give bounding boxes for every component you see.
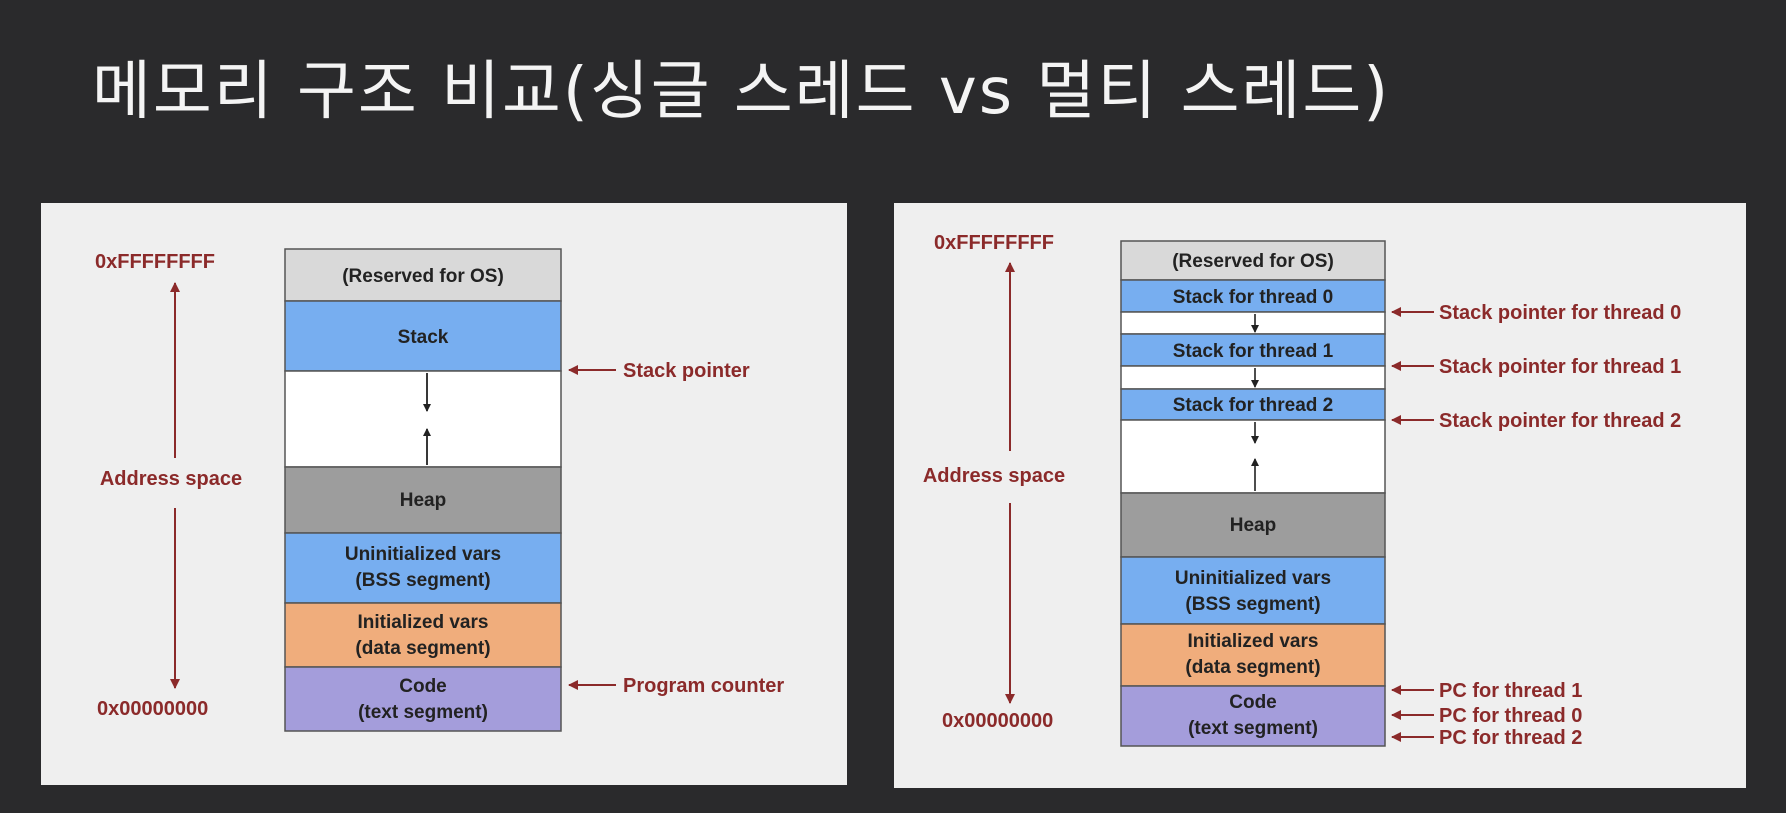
stack-thread2-label: Stack for thread 2 (1173, 395, 1334, 416)
code-label-line2: (text segment) (358, 702, 488, 723)
bss-label-line1: Uninitialized vars (1175, 568, 1331, 589)
data-label-line1: Initialized vars (1188, 631, 1319, 652)
sp2-label: Stack pointer for thread 2 (1439, 410, 1681, 432)
segment-heap (284, 466, 562, 534)
stack-label: Stack (398, 327, 449, 348)
code-label-line1: Code (1229, 692, 1277, 713)
segment-bss (284, 532, 562, 604)
bss-label-line2: (BSS segment) (1185, 594, 1320, 615)
memory-column (1120, 240, 1386, 747)
pc2-label: PC for thread 2 (1439, 727, 1582, 749)
multi-thread-panel: 0xFFFFFFFF Address space 0x00000000 (Res… (894, 203, 1746, 788)
single-thread-diagram: 0xFFFFFFFF Address space 0x00000000 (Res… (95, 248, 784, 732)
segment-stack (284, 300, 562, 372)
segment-reserved (1120, 240, 1386, 281)
bss-label-line2: (BSS segment) (355, 570, 490, 591)
stack-thread0-label: Stack for thread 0 (1173, 287, 1334, 308)
pc0-label: PC for thread 0 (1439, 705, 1582, 727)
sp1-label: Stack pointer for thread 1 (1439, 356, 1681, 378)
reserved-label: (Reserved for OS) (342, 266, 504, 287)
segment-stack-thread1 (1120, 333, 1386, 367)
program-counter-label: Program counter (623, 675, 784, 697)
data-label-line1: Initialized vars (358, 612, 489, 633)
address-space-label: Address space (923, 465, 1065, 487)
page-title: 메모리 구조 비교(싱글 스레드 vs 멀티 스레드) (92, 55, 1391, 129)
memory-column (284, 248, 562, 732)
data-label-line2: (data segment) (1185, 657, 1320, 678)
addr-top-label: 0xFFFFFFFF (95, 251, 215, 273)
code-label-line1: Code (399, 676, 447, 697)
addr-bottom-label: 0x00000000 (97, 698, 208, 720)
segment-data (284, 602, 562, 668)
pc1-label: PC for thread 1 (1439, 680, 1582, 702)
addr-bottom-label: 0x00000000 (942, 710, 1053, 732)
sp0-label: Stack pointer for thread 0 (1439, 302, 1681, 324)
segment-code (284, 666, 562, 732)
multi-thread-diagram: 0xFFFFFFFF Address space 0x00000000 (Res… (923, 232, 1681, 749)
single-thread-panel: 0xFFFFFFFF Address space 0x00000000 (Res… (41, 203, 847, 785)
heap-label: Heap (400, 490, 446, 511)
segment-code (1120, 685, 1386, 747)
segment-free (284, 370, 562, 468)
address-space-label: Address space (100, 468, 242, 490)
segment-stack-thread2 (1120, 388, 1386, 421)
heap-label: Heap (1230, 515, 1276, 536)
stack-pointer-label: Stack pointer (623, 360, 750, 382)
segment-free (1120, 419, 1386, 494)
segment-reserved (284, 248, 562, 302)
addr-top-label: 0xFFFFFFFF (934, 232, 1054, 254)
bss-label-line1: Uninitialized vars (345, 544, 501, 565)
segment-gap-0 (1120, 311, 1386, 335)
reserved-label: (Reserved for OS) (1172, 251, 1334, 272)
segment-gap-1 (1120, 365, 1386, 390)
stack-thread1-label: Stack for thread 1 (1173, 341, 1334, 362)
segment-data (1120, 623, 1386, 687)
code-label-line2: (text segment) (1188, 718, 1318, 739)
data-label-line2: (data segment) (355, 638, 490, 659)
